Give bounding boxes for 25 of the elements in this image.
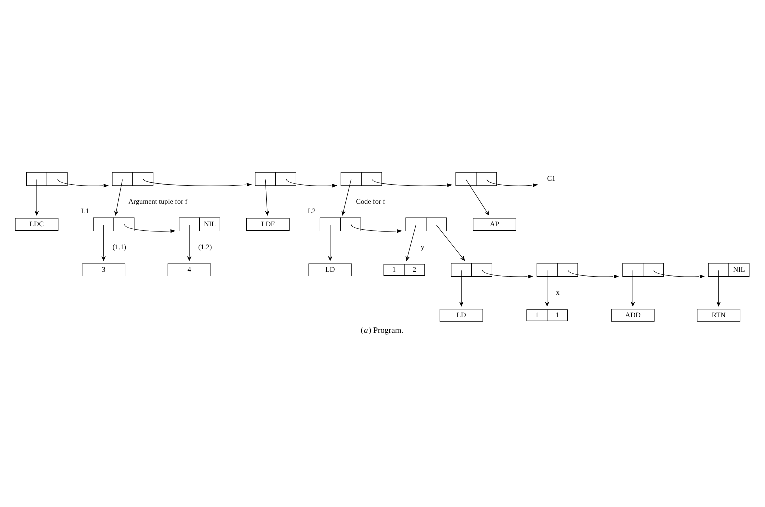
arrow — [143, 178, 252, 186]
arrow — [187, 224, 192, 261]
arrow — [486, 178, 538, 187]
arrow — [114, 178, 123, 216]
arrow — [328, 224, 333, 261]
arrow — [342, 178, 352, 216]
arrow — [58, 178, 109, 188]
arrow — [265, 178, 270, 216]
arrow — [482, 269, 534, 278]
arrow — [436, 224, 466, 261]
arrow — [460, 270, 464, 306]
arrow — [631, 270, 636, 306]
arrow — [568, 269, 620, 278]
arrow — [34, 178, 40, 216]
arrow — [124, 224, 176, 233]
arrow — [102, 224, 106, 261]
arrow — [351, 224, 402, 233]
arrow — [545, 270, 550, 306]
arrow — [372, 178, 453, 187]
arrow — [466, 178, 490, 216]
caption: (a) Program. — [361, 325, 404, 334]
arrow — [286, 178, 338, 188]
arrow — [654, 269, 706, 278]
arrow — [406, 224, 416, 261]
arrow — [716, 270, 721, 306]
